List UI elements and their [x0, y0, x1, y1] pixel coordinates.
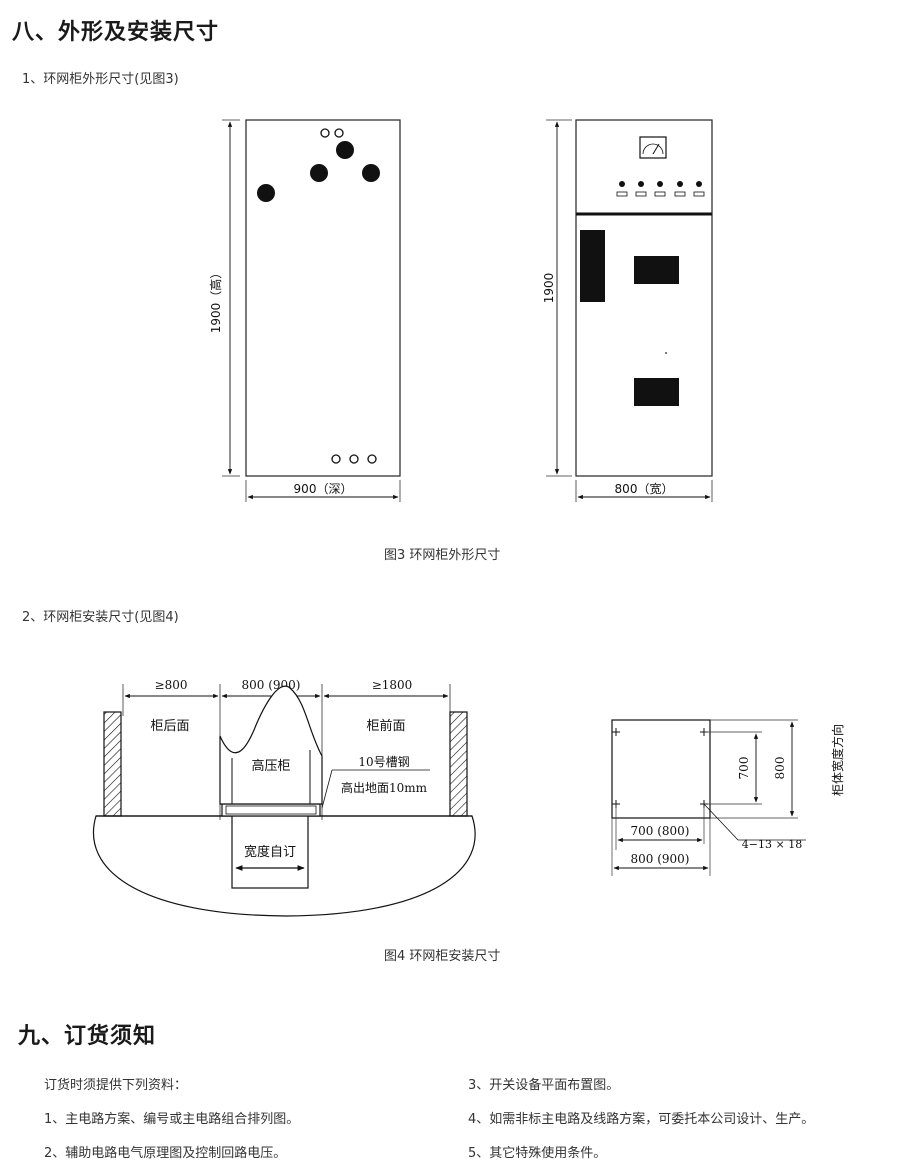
side-small-hole	[331, 454, 341, 464]
front-panel-block	[634, 256, 679, 284]
side-height-label: 1900（高）	[208, 267, 223, 334]
plan-view	[611, 719, 711, 819]
order-item-3: 3、开关设备平面布置图。	[468, 1078, 620, 1093]
order-item-4: 4、如需非标主电路及线路方案，可委托本公司设计、生产。	[468, 1112, 815, 1127]
figure-3: 1900（高） 900（深） 1900 800（宽）	[208, 119, 713, 502]
side-bushing	[336, 141, 354, 159]
right-wall	[449, 711, 468, 817]
sub1-title: 1、环网柜外形尺寸(见图3)	[22, 72, 179, 87]
plan-dim-700-h: 700 (800)	[631, 824, 690, 838]
plan-dim-700-v: 700	[737, 757, 751, 780]
front-height-label: 1900	[542, 273, 556, 304]
width-custom-label: 宽度自订	[244, 844, 296, 860]
plan-direction-label: 柜体宽度方向	[830, 724, 845, 796]
order-item-1: 1、主电路方案、编号或主电路组合排列图。	[44, 1112, 300, 1127]
left-wall	[103, 711, 122, 817]
side-small-hole	[334, 128, 344, 138]
indicator-lamps	[616, 181, 705, 197]
channel-label: 10号槽钢	[358, 755, 409, 769]
height-label: 高出地面10mm	[341, 780, 428, 795]
side-small-hole	[367, 454, 377, 464]
order-item-5: 5、其它特殊使用条件。	[468, 1146, 607, 1161]
plan-dim-800-h: 800 (900)	[631, 852, 690, 866]
side-small-hole	[320, 128, 330, 138]
side-bushing	[310, 164, 328, 182]
section8-title: 八、外形及安装尺寸	[12, 20, 220, 45]
front-width-label: 800（宽）	[615, 481, 674, 496]
order-intro: 订货时须提供下列资料：	[44, 1078, 188, 1093]
section9-title: 九、订货须知	[18, 1024, 157, 1049]
front-label: 柜前面	[366, 718, 405, 734]
plan-dim-800-v: 800	[773, 757, 787, 780]
plan-holes-label: 4−13 × 18	[742, 838, 802, 851]
side-cabinet	[245, 119, 401, 477]
hv-cabinet	[219, 685, 323, 805]
fig4-caption: 图4 环网柜安装尺寸	[384, 949, 501, 964]
dim-right-label: ≥1800	[372, 678, 413, 692]
order-item-2: 2、辅助电路电气原理图及控制回路电压。	[44, 1146, 287, 1161]
dim-left-label: ≥800	[155, 678, 188, 692]
side-bushing	[257, 184, 275, 202]
side-small-hole	[349, 454, 359, 464]
side-bushing	[362, 164, 380, 182]
figure-4: ≥800 800 (900) ≥1800 宽度自订 高压柜 柜后面 柜前面 10…	[92, 678, 845, 917]
front-cabinet	[575, 119, 713, 477]
front-panel-block	[580, 230, 605, 302]
hv-cabinet-label: 高压柜	[251, 758, 290, 774]
fig3-caption: 图3 环网柜外形尺寸	[384, 548, 501, 563]
side-depth-label: 900（深）	[294, 482, 353, 496]
back-label: 柜后面	[150, 719, 189, 734]
sub2-title: 2、环网柜安装尺寸(见图4)	[22, 610, 179, 625]
meter-icon	[639, 136, 667, 159]
front-panel-block	[634, 378, 679, 406]
cable-trench	[231, 815, 309, 889]
